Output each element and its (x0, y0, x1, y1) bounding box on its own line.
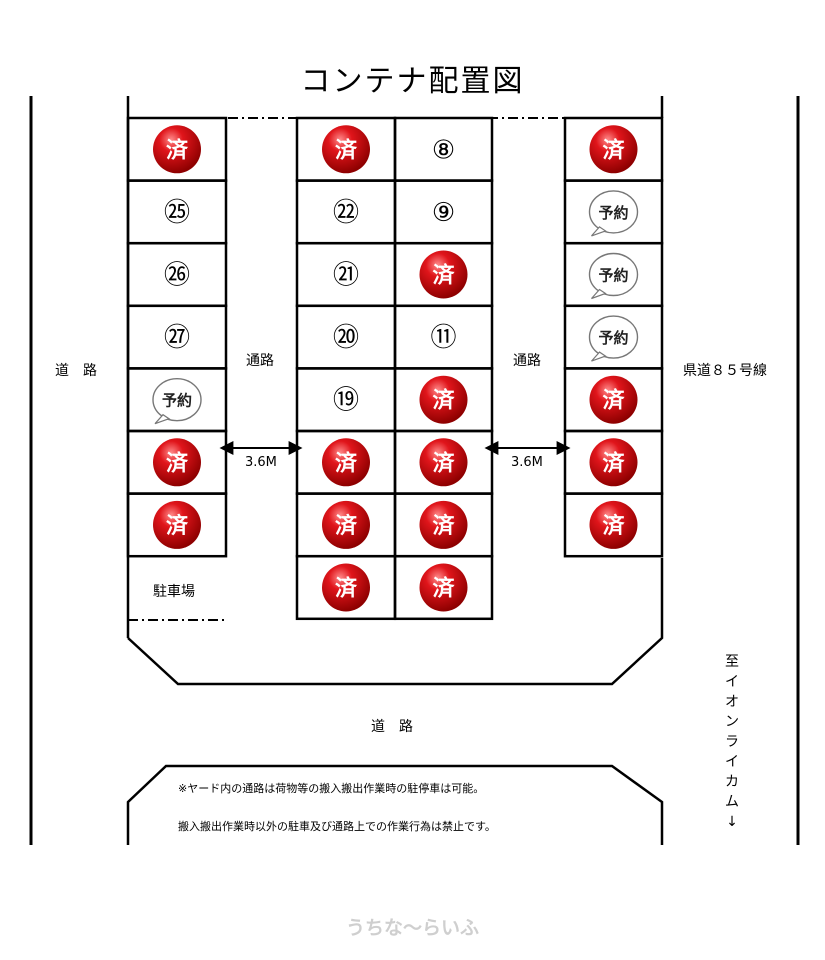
slot-number: ㉕ (164, 198, 190, 228)
direction-char: ラ (725, 734, 739, 750)
slot-number: ⑲ (333, 386, 359, 416)
done-badge-text: 済 (432, 513, 455, 539)
reserved-badge-text: 予約 (598, 204, 628, 222)
width-left-label: 3.6M (245, 455, 277, 470)
done-badge-text: 済 (166, 137, 189, 163)
done-badge (589, 500, 638, 549)
done-badge-text: 済 (432, 576, 455, 602)
slot-number: ⑨ (432, 198, 455, 228)
done-badge (153, 125, 201, 174)
done-badge (589, 375, 638, 424)
done-badge (419, 563, 468, 612)
parking-label: 駐車場 (153, 584, 195, 600)
direction-char: 至 (725, 654, 739, 670)
slot-number: ⑳ (333, 323, 359, 353)
road-bottom-label: 道 路 (371, 719, 413, 735)
done-badge (589, 125, 638, 174)
notice-line-2: 搬入搬出作業時以外の駐車及び通路上での作業行為は禁止です。 (178, 820, 496, 833)
done-badge-text: 済 (166, 450, 189, 476)
done-badge (153, 438, 201, 487)
done-badge (419, 500, 468, 549)
slot-number: ⑧ (432, 135, 455, 165)
direction-char: イ (725, 754, 739, 770)
done-badge (589, 438, 638, 487)
reserved-bubble-tail (591, 351, 607, 362)
reserved-badge-text: 予約 (598, 329, 628, 347)
done-badge (419, 375, 468, 424)
slot-number: ⑪ (430, 323, 456, 353)
reserved-bubble-tail (591, 288, 607, 300)
direction-char: カ (725, 774, 739, 790)
done-badge (322, 563, 370, 612)
road-left-label: 道 路 (55, 363, 97, 379)
reserved-badge-text: 予約 (598, 267, 628, 285)
done-badge-text: 済 (432, 263, 455, 289)
notice-outline (126, 764, 664, 845)
done-badge-text: 済 (602, 388, 625, 414)
done-badge-text: 済 (166, 513, 189, 539)
direction-char: ↓ (726, 814, 738, 830)
slot-number: ㉖ (164, 261, 190, 291)
reserved-bubble (588, 252, 639, 297)
aisle-right-label: 通路 (513, 353, 541, 369)
done-badge (153, 500, 201, 549)
reserved-bubble-tail (154, 413, 171, 425)
notice-line-1: ※ヤード内の通路は荷物等の搬入搬出作業時の駐停車は可能。 (178, 782, 485, 795)
done-badge-text: 済 (602, 513, 625, 539)
slot-number: ㉒ (333, 198, 359, 228)
done-badge (419, 250, 468, 299)
container-slot (393, 554, 494, 621)
done-badge (322, 438, 370, 487)
direction-char: ム (725, 794, 739, 810)
slot-number: ㉑ (333, 261, 359, 291)
direction-char: イ (725, 674, 739, 690)
done-badge-text: 済 (602, 450, 625, 476)
road-right-label: 県道８５号線 (683, 363, 767, 379)
aisle-left-label: 通路 (246, 353, 274, 369)
reserved-bubble (152, 378, 202, 422)
reserved-badge-text: 予約 (162, 392, 192, 410)
done-badge-text: 済 (335, 513, 358, 539)
diagram-title: コンテナ配置図 (300, 64, 525, 99)
done-badge (419, 438, 468, 487)
direction-char: オ (725, 694, 739, 710)
width-right-label: 3.6M (511, 455, 543, 470)
slot-number: ㉗ (164, 323, 190, 353)
direction-char: ン (725, 714, 739, 730)
container-slot (563, 492, 664, 558)
done-badge-text: 済 (335, 450, 358, 476)
done-badge-text: 済 (432, 388, 455, 414)
done-badge (322, 500, 370, 549)
done-badge (322, 125, 370, 174)
done-badge-text: 済 (602, 137, 625, 163)
watermark-logo: うちな～らいふ (345, 917, 479, 939)
reserved-bubble (588, 190, 639, 234)
reserved-bubble-tail (591, 226, 607, 237)
direction-label: 至イオンライカム↓ (722, 652, 742, 832)
container-slot (126, 492, 228, 558)
done-badge-text: 済 (335, 576, 358, 602)
reserved-bubble (588, 315, 639, 359)
done-badge-text: 済 (335, 137, 358, 163)
done-badge-text: 済 (432, 450, 455, 476)
